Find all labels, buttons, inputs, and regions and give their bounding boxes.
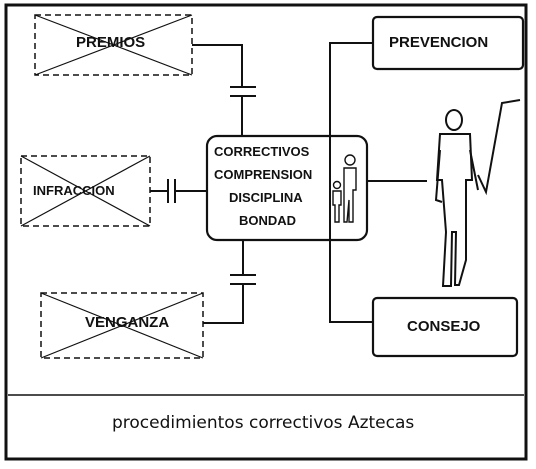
- family-figure-icon: [332, 154, 357, 223]
- center-line-4: BONDAD: [239, 213, 297, 228]
- premios-label: PREMIOS: [76, 34, 146, 51]
- check-mark-icon: [477, 99, 521, 196]
- right-connector: [329, 42, 427, 323]
- premios-connector: [192, 44, 256, 136]
- center-box: [205, 134, 369, 242]
- center-line-1: CORRECTIVOS: [214, 144, 310, 159]
- diagram-caption: procedimientos correctivos Aztecas: [112, 413, 415, 433]
- center-line-2: COMPRENSION: [214, 167, 313, 182]
- prevencion-box: [371, 15, 525, 71]
- venganza-connector: [203, 240, 256, 324]
- venganza-box: [40, 292, 204, 359]
- person-figure-icon: [434, 109, 479, 287]
- consejo-box: [371, 296, 519, 358]
- infraccion-label: INFRACCION: [33, 183, 115, 198]
- outer-frame: [4, 3, 528, 461]
- premios-box: [34, 14, 193, 76]
- infraccion-connector: [150, 179, 207, 203]
- prevencion-label: PREVENCION: [389, 34, 489, 51]
- center-line-3: DISCIPLINA: [229, 190, 303, 205]
- consejo-label: CONSEJO: [407, 318, 481, 335]
- venganza-label: VENGANZA: [85, 314, 170, 331]
